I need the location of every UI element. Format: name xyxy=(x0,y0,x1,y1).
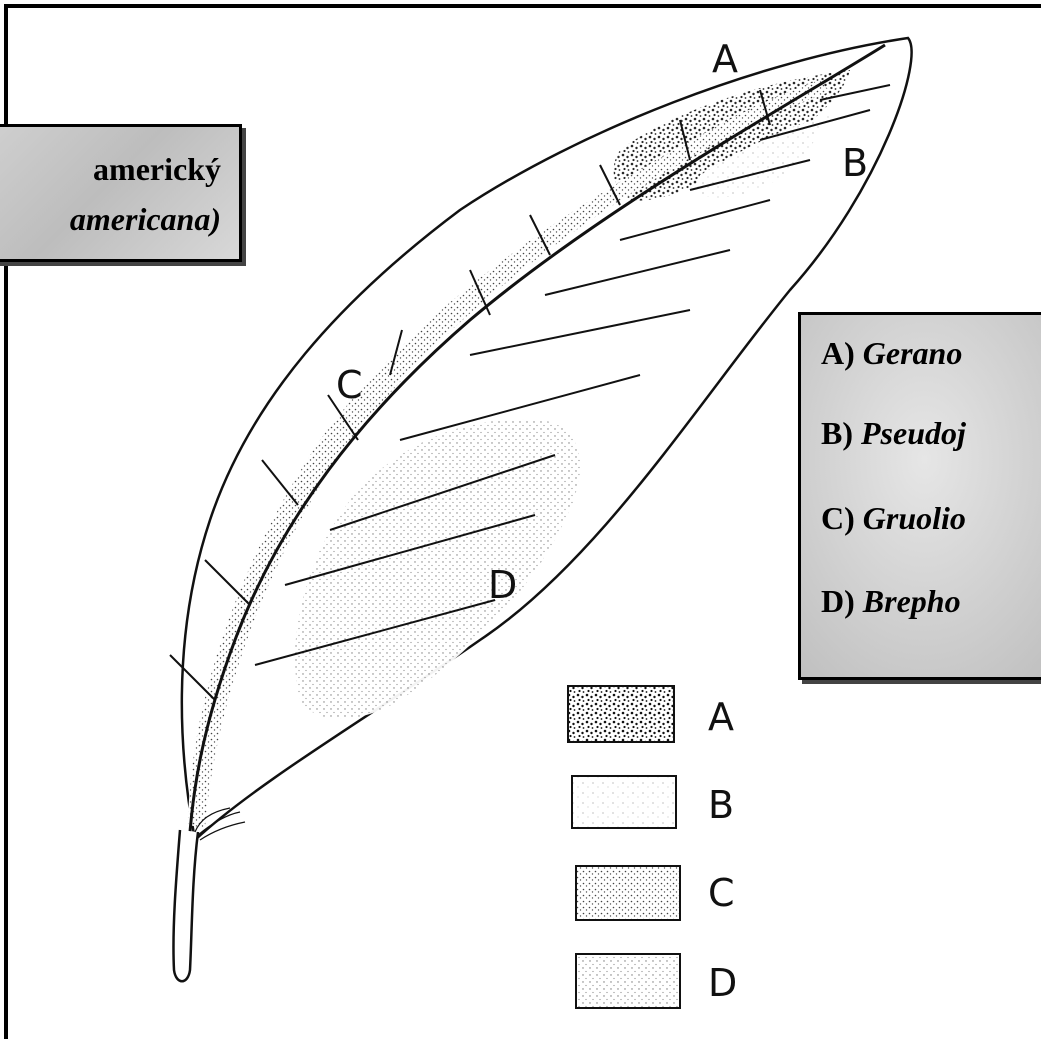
species-name: Gruolio xyxy=(863,500,966,536)
legend: A B C D xyxy=(568,686,737,1008)
species-letter: C) xyxy=(821,500,855,536)
feather-label-a: A xyxy=(712,37,738,81)
title-box: americký americana) xyxy=(0,124,242,262)
species-letter: B) xyxy=(821,415,853,451)
legend-swatch-d xyxy=(576,954,680,1008)
species-name: Brepho xyxy=(863,583,961,619)
species-row-d: D) Brepho xyxy=(821,583,961,620)
species-letter: A) xyxy=(821,335,855,371)
legend-label-d: D xyxy=(708,961,737,1005)
calamus xyxy=(173,830,198,981)
species-box: A) Gerano B) Pseudoj C) Gruolio D) Breph… xyxy=(798,312,1041,680)
species-letter: D) xyxy=(821,583,855,619)
species-name: Gerano xyxy=(863,335,963,371)
legend-label-a: A xyxy=(708,695,734,739)
legend-swatch-b xyxy=(572,776,676,828)
legend-swatch-c xyxy=(576,866,680,920)
species-name: Pseudoj xyxy=(861,415,966,451)
legend-label-c: C xyxy=(708,871,735,915)
feather-label-d: D xyxy=(488,563,517,607)
legend-swatch-a xyxy=(568,686,674,742)
species-row-a: A) Gerano xyxy=(821,335,962,372)
species-row-b: B) Pseudoj xyxy=(821,415,966,452)
title-line-1: americký xyxy=(93,151,221,188)
feather-label-c: C xyxy=(336,363,363,407)
feather-label-b: B xyxy=(842,141,868,185)
species-row-c: C) Gruolio xyxy=(821,500,966,537)
title-line-2: americana) xyxy=(70,201,221,238)
legend-label-b: B xyxy=(708,783,734,827)
